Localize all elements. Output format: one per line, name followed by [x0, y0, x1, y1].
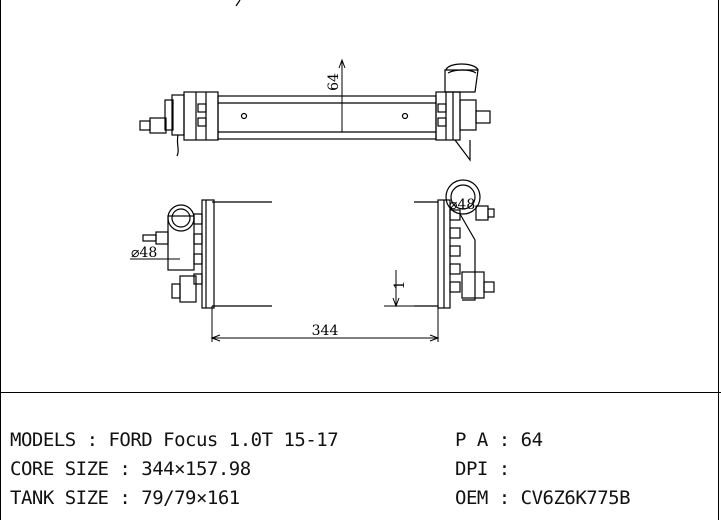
dim-inlet-diameter-label: ⌀48 — [131, 245, 157, 261]
spec-oem: OEM : CV6Z6K775B — [455, 487, 631, 509]
top-right-tank — [435, 63, 491, 162]
spec-tank-size-value: 79/79×161 — [141, 487, 240, 509]
stray-mark — [235, 0, 241, 7]
top-view — [139, 58, 491, 162]
mount-hole — [401, 112, 409, 120]
mount-hole — [240, 112, 248, 120]
intercooler-technical-drawing: 64 ⌀48 ⌀48 1 344 — [130, 0, 495, 342]
dim-offset-label: 1 — [392, 281, 408, 290]
front-view-right — [384, 179, 495, 309]
spec-dpi: DPI : — [455, 458, 521, 480]
front-view-left — [130, 199, 272, 309]
spec-models: MODELS : FORD Focus 1.0T 15-17 — [10, 429, 339, 451]
spec-pa: P A : 64 — [455, 429, 543, 451]
spec-oem-label: OEM — [455, 487, 488, 509]
spec-table: MODELS : FORD Focus 1.0T 15-17 CORE SIZE… — [0, 393, 721, 520]
spec-tank-size: TANK SIZE : 79/79×161 — [10, 487, 240, 509]
section-divider — [0, 392, 721, 393]
spec-models-value: FORD Focus 1.0T 15-17 — [108, 429, 339, 451]
dim-core-length — [210, 306, 440, 342]
spec-dpi-label: DPI — [455, 458, 488, 480]
spec-tank-size-label: TANK SIZE — [10, 487, 109, 509]
spec-core-size-value: 344×157.98 — [141, 458, 251, 480]
top-left-tank — [139, 91, 219, 157]
dim-height-label: 64 — [326, 73, 342, 91]
spec-core-size-label: CORE SIZE — [10, 458, 109, 480]
dim-core-length-label: 344 — [312, 323, 339, 339]
spec-core-size: CORE SIZE : 344×157.98 — [10, 458, 251, 480]
dim-height — [338, 58, 346, 132]
spec-pa-label: P A — [455, 429, 488, 451]
spec-oem-value: CV6Z6K775B — [520, 487, 631, 509]
dim-outlet-diameter-label: ⌀48 — [449, 197, 475, 213]
spec-models-label: MODELS — [10, 429, 76, 451]
spec-pa-value: 64 — [520, 429, 543, 451]
